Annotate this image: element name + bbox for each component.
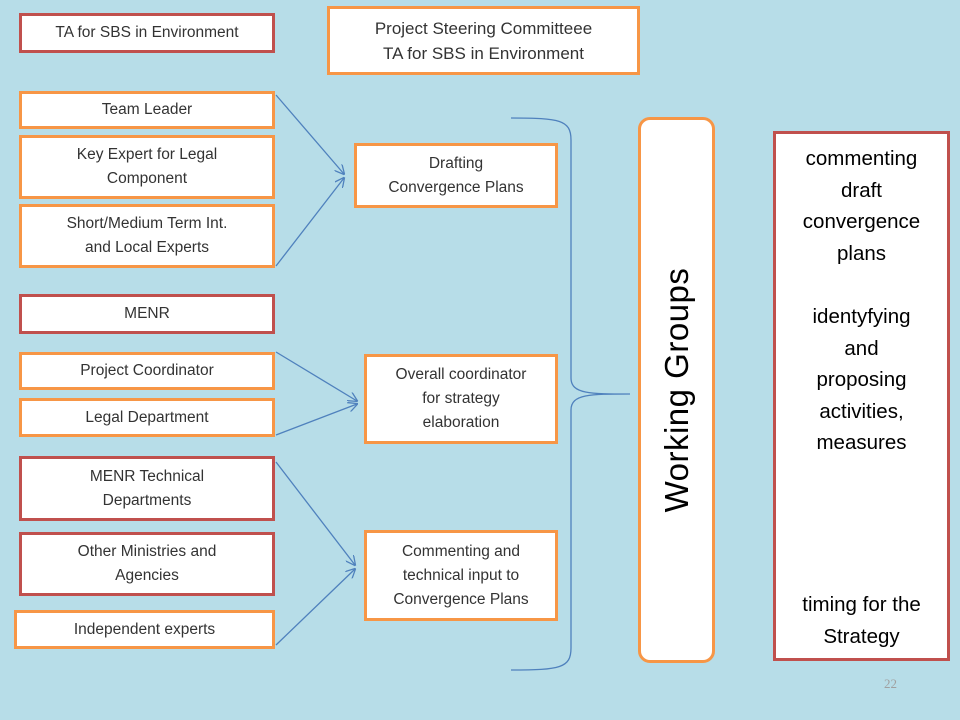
- legal-department-box: Legal Department: [19, 398, 275, 437]
- commenting-line3: Convergence Plans: [393, 590, 529, 608]
- arrow-coordinator-to-overall: [275, 351, 357, 401]
- menr-technical-line1: MENR Technical: [89, 467, 205, 485]
- steering-committee-box: Project Steering Committeee TA for SBS i…: [327, 6, 640, 75]
- drafting-convergence-plans-box: Drafting Convergence Plans: [354, 143, 558, 208]
- ta-sbs-header-box: TA for SBS in Environment: [19, 13, 275, 53]
- working-groups-box: Working Groups: [638, 117, 715, 663]
- overall-coordinator-box: Overall coordinator for strategy elabora…: [364, 354, 558, 444]
- menr-technical-departments-box: MENR Technical Departments: [19, 456, 275, 521]
- task1-line: commenting: [805, 147, 918, 170]
- arrow-independent-to-commenting: [275, 569, 355, 646]
- task1-line: draft: [840, 178, 883, 202]
- task3-line: Strategy: [823, 624, 900, 648]
- other-ministries-box: Other Ministries and Agencies: [19, 532, 275, 596]
- legal-department-label: Legal Department: [85, 408, 209, 426]
- task3-line: timing for the: [802, 593, 921, 616]
- steering-committee-line1: Project Steering Committeee: [374, 18, 593, 38]
- task1-line: convergence: [802, 210, 921, 233]
- menr-technical-line2: Departments: [102, 491, 192, 509]
- commenting-line2: technical input to: [402, 566, 520, 584]
- working-groups-label: Working Groups: [657, 267, 695, 513]
- menr-box: MENR: [19, 294, 275, 334]
- arrow-team-leader-to-drafting: [275, 94, 344, 174]
- overall-line2: for strategy: [422, 390, 500, 407]
- overall-line3: elaboration: [422, 414, 500, 431]
- commenting-line1: Commenting and: [401, 542, 521, 560]
- independent-experts-box: Independent experts: [14, 610, 275, 649]
- steering-committee-line2: TA for SBS in Environment: [383, 43, 584, 63]
- other-ministries-line1: Other Ministries and: [77, 543, 217, 560]
- key-expert-line2: Component: [106, 170, 188, 187]
- tasks-box: commenting draft convergence plans ident…: [773, 131, 950, 661]
- arrow-menr-tech-to-commenting: [275, 461, 355, 565]
- drafting-line1: Drafting: [428, 154, 484, 172]
- team-leader-box: Team Leader: [19, 91, 275, 129]
- short-medium-experts-box: Short/Medium Term Int. and Local Experts: [19, 204, 275, 268]
- commenting-technical-input-box: Commenting and technical input to Conver…: [364, 530, 558, 621]
- independent-experts-label: Independent experts: [73, 620, 216, 638]
- task2-line: proposing: [816, 368, 907, 391]
- task-timing-strategy: timing for the Strategy: [776, 589, 947, 652]
- menr-label: MENR: [124, 305, 170, 322]
- page-number: 22: [884, 676, 897, 691]
- task2-line: identyfying: [812, 305, 911, 328]
- short-medium-line1: Short/Medium Term Int.: [66, 215, 228, 232]
- other-ministries-line2: Agencies: [115, 567, 179, 584]
- ta-sbs-header-label: TA for SBS in Environment: [55, 24, 239, 41]
- team-leader-label: Team Leader: [101, 101, 193, 118]
- task1-line: plans: [836, 241, 886, 265]
- project-coordinator-label: Project Coordinator: [80, 362, 214, 379]
- task2-line: and: [844, 336, 879, 360]
- overall-line1: Overall coordinator: [395, 366, 527, 383]
- key-expert-line1: Key Expert for Legal: [76, 146, 218, 163]
- arrow-legal-to-overall: [275, 404, 357, 436]
- short-medium-line2: and Local Experts: [84, 239, 210, 256]
- project-coordinator-box: Project Coordinator: [19, 352, 275, 390]
- task2-line: measures: [816, 431, 907, 454]
- task-identifying-activities: identyfying and proposing activities, me…: [776, 301, 947, 459]
- task2-line: activities,: [819, 399, 904, 423]
- task-commenting-draft: commenting draft convergence plans: [776, 143, 947, 269]
- arrow-experts-to-drafting: [275, 178, 344, 267]
- key-expert-box: Key Expert for Legal Component: [19, 135, 275, 199]
- drafting-line2: Convergence Plans: [388, 178, 524, 196]
